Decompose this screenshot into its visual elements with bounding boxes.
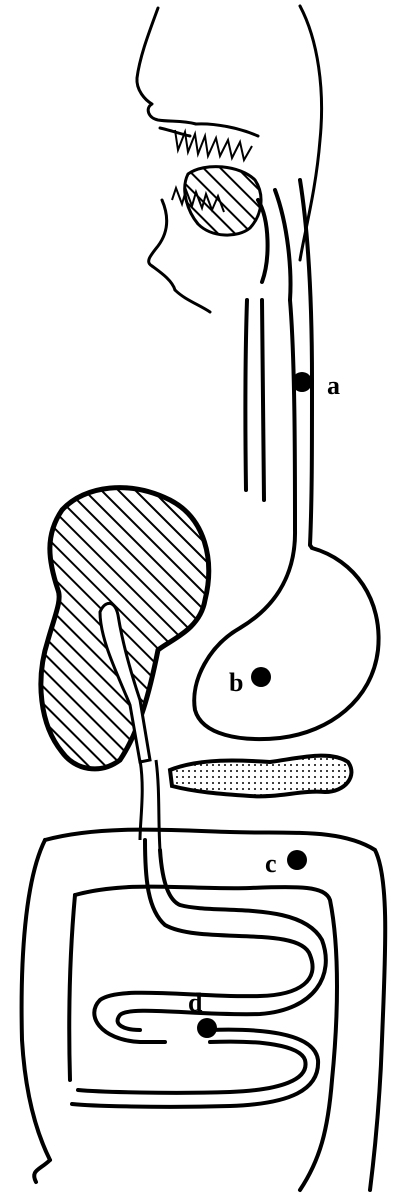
bile-duct [140, 760, 160, 850]
pancreas [170, 756, 351, 797]
head-profile [137, 6, 322, 312]
esophagus [245, 180, 312, 545]
marker-a: a [292, 371, 340, 400]
marker-c-label: c [265, 849, 277, 878]
stomach [194, 530, 378, 739]
marker-b: b [229, 667, 271, 697]
marker-c: c [265, 849, 307, 878]
small-intestine [72, 840, 326, 1107]
marker-a-label: a [327, 371, 340, 400]
tongue [185, 167, 261, 235]
marker-b-label: b [229, 668, 243, 697]
liver [41, 488, 209, 769]
large-intestine [22, 830, 386, 1190]
marker-d-label: d [188, 988, 203, 1017]
